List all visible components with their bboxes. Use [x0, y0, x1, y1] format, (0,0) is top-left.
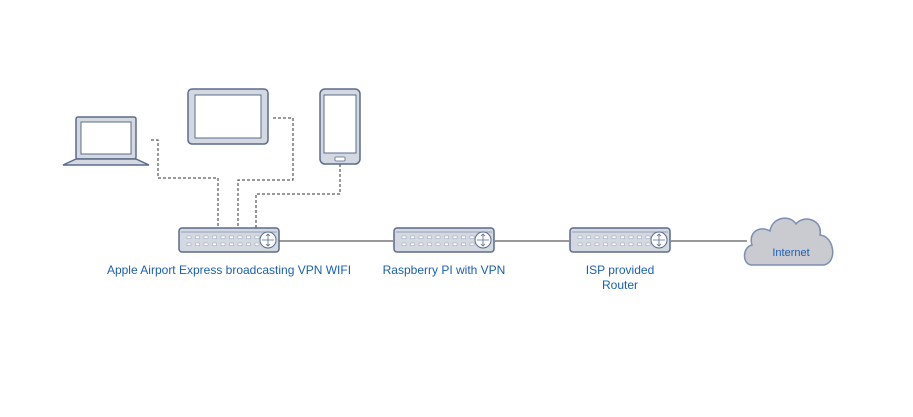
airport-label: Apple Airport Express broadcasting VPN W… — [106, 263, 352, 277]
isp-router-label-line2: Router — [601, 278, 639, 292]
internet-label: Internet — [772, 247, 809, 259]
isp-router-label-line1: ISP provided — [585, 263, 655, 277]
airport-router-icon — [178, 227, 280, 253]
tablet-icon — [187, 88, 269, 145]
raspberry-label: Raspberry PI with VPN — [382, 263, 506, 277]
connections — [151, 117, 747, 242]
cloud-icon: Internet — [743, 217, 834, 266]
raspberry-router-icon — [393, 227, 495, 253]
phone-to-airport-link — [255, 164, 341, 228]
laptop-icon — [62, 116, 150, 166]
isp-router-icon — [569, 227, 671, 253]
tablet-to-airport-link — [237, 117, 294, 228]
isp-router-label: ISP provided Router — [570, 263, 670, 293]
laptop-to-airport-link — [151, 139, 219, 228]
phone-icon — [319, 88, 361, 165]
